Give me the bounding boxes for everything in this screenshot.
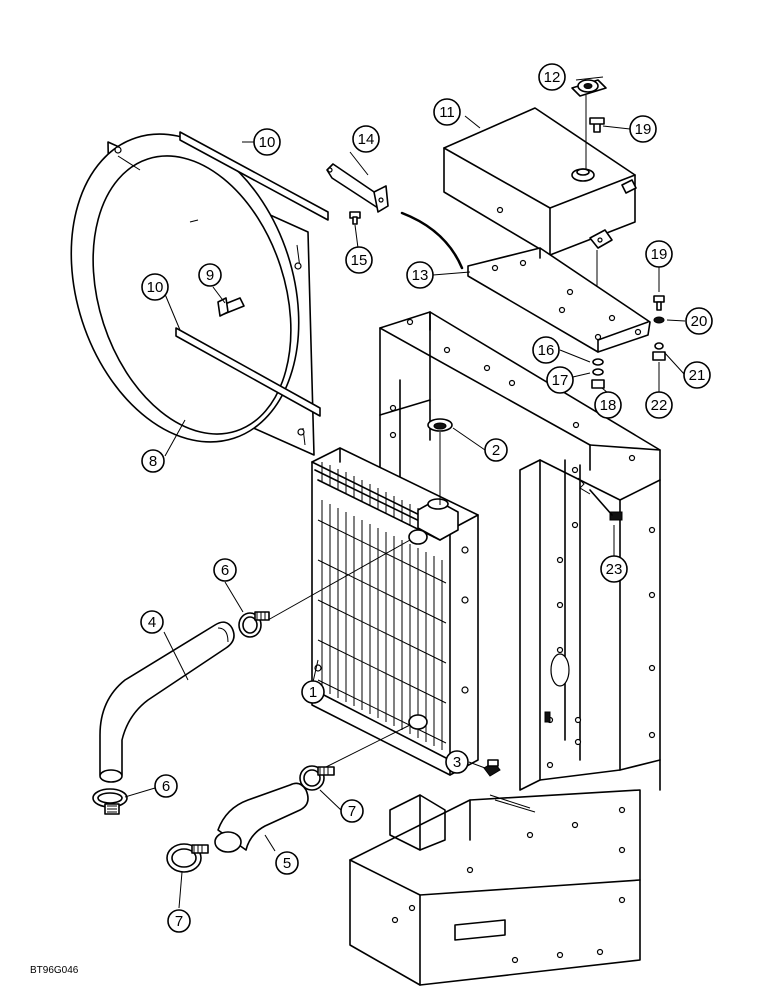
callout-6-lower: 6 [154,774,178,798]
radiator [311,447,479,776]
callout-19-upper: 19 [629,115,657,143]
svg-text:17: 17 [552,372,569,389]
callout-12: 12 [538,63,566,91]
svg-text:6: 6 [221,562,229,579]
radiator-grommet [427,418,453,432]
svg-text:19: 19 [651,246,668,263]
svg-text:4: 4 [148,614,156,631]
tank-bracket [326,163,389,213]
svg-text:15: 15 [351,252,368,269]
upper-hose [99,621,235,783]
svg-text:20: 20 [691,313,708,330]
callout-7-right: 7 [340,799,364,823]
svg-text:7: 7 [348,803,356,820]
overflow-hose [400,211,464,270]
callout-17: 17 [546,366,574,394]
washer-17 [592,368,604,376]
seal-strip-upper [179,131,329,221]
svg-text:19: 19 [635,121,652,138]
svg-text:8: 8 [149,453,157,470]
callout-9: 9 [198,263,222,287]
svg-text:10: 10 [147,279,164,296]
svg-text:16: 16 [538,342,555,359]
shroud-bolt [217,297,245,317]
fan-shroud [70,133,319,456]
hose-clamp-upper-radiator [238,611,270,638]
guide-line-upper [267,539,411,621]
svg-text:5: 5 [283,855,291,872]
svg-text:3: 3 [453,754,461,771]
washer-20 [653,316,665,324]
callout-14: 14 [352,125,380,153]
svg-text:10: 10 [259,134,276,151]
hose-clamp-upper-engine [92,788,128,815]
lower-hose [214,782,309,853]
nut-18 [591,379,605,389]
radiator-core [317,500,447,750]
tank-bolt-upper [589,117,605,133]
callout-20: 20 [685,307,713,335]
svg-text:11: 11 [439,104,455,121]
callout-3: 3 [445,750,469,774]
svg-text:14: 14 [358,131,375,148]
callout-1: 1 [301,680,325,704]
svg-text:18: 18 [600,397,617,414]
frame-bolt [577,477,623,521]
figure-code: BT96G046 [30,965,79,976]
hose-clamp-lower-engine [166,843,209,873]
callout-23: 23 [600,555,628,583]
callout-21: 21 [683,361,711,389]
callout-7-left: 7 [167,909,191,933]
hose-clamp-lower-radiator [299,765,335,791]
svg-text:13: 13 [412,267,429,284]
callout-11: 11 [433,98,461,126]
svg-text:12: 12 [544,69,561,86]
svg-text:6: 6 [162,778,170,795]
callout-19-lower: 19 [645,240,673,268]
callout-5: 5 [275,851,299,875]
washer-21 [654,342,664,350]
expansion-tank [443,107,637,256]
bracket-screw [349,211,361,225]
svg-text:22: 22 [651,397,668,414]
washer-16 [592,358,604,366]
bolt-19-lower [653,295,665,311]
callout-8: 8 [141,449,165,473]
chassis-frame [349,311,661,986]
drain-cock [483,759,501,777]
callout-2: 2 [484,438,508,462]
callout-15: 15 [345,246,373,274]
callout-10-lower: 10 [141,273,169,301]
nut-22 [652,351,666,361]
callout-10-upper: 10 [253,128,281,156]
guide-line-lower [319,724,411,771]
svg-text:2: 2 [492,442,500,459]
callout-13: 13 [406,261,434,289]
svg-text:23: 23 [606,561,623,578]
tank-mounting-plate [467,247,651,353]
svg-text:21: 21 [689,367,706,384]
seal-strip-lower [175,327,321,417]
callout-22: 22 [645,391,673,419]
svg-text:9: 9 [206,267,214,284]
callout-6-upper: 6 [213,558,237,582]
svg-text:1: 1 [309,684,317,701]
pressure-cap [571,79,607,97]
callout-18: 18 [594,391,622,419]
callout-4: 4 [140,610,164,634]
callout-16: 16 [532,336,560,364]
svg-text:7: 7 [175,913,183,930]
